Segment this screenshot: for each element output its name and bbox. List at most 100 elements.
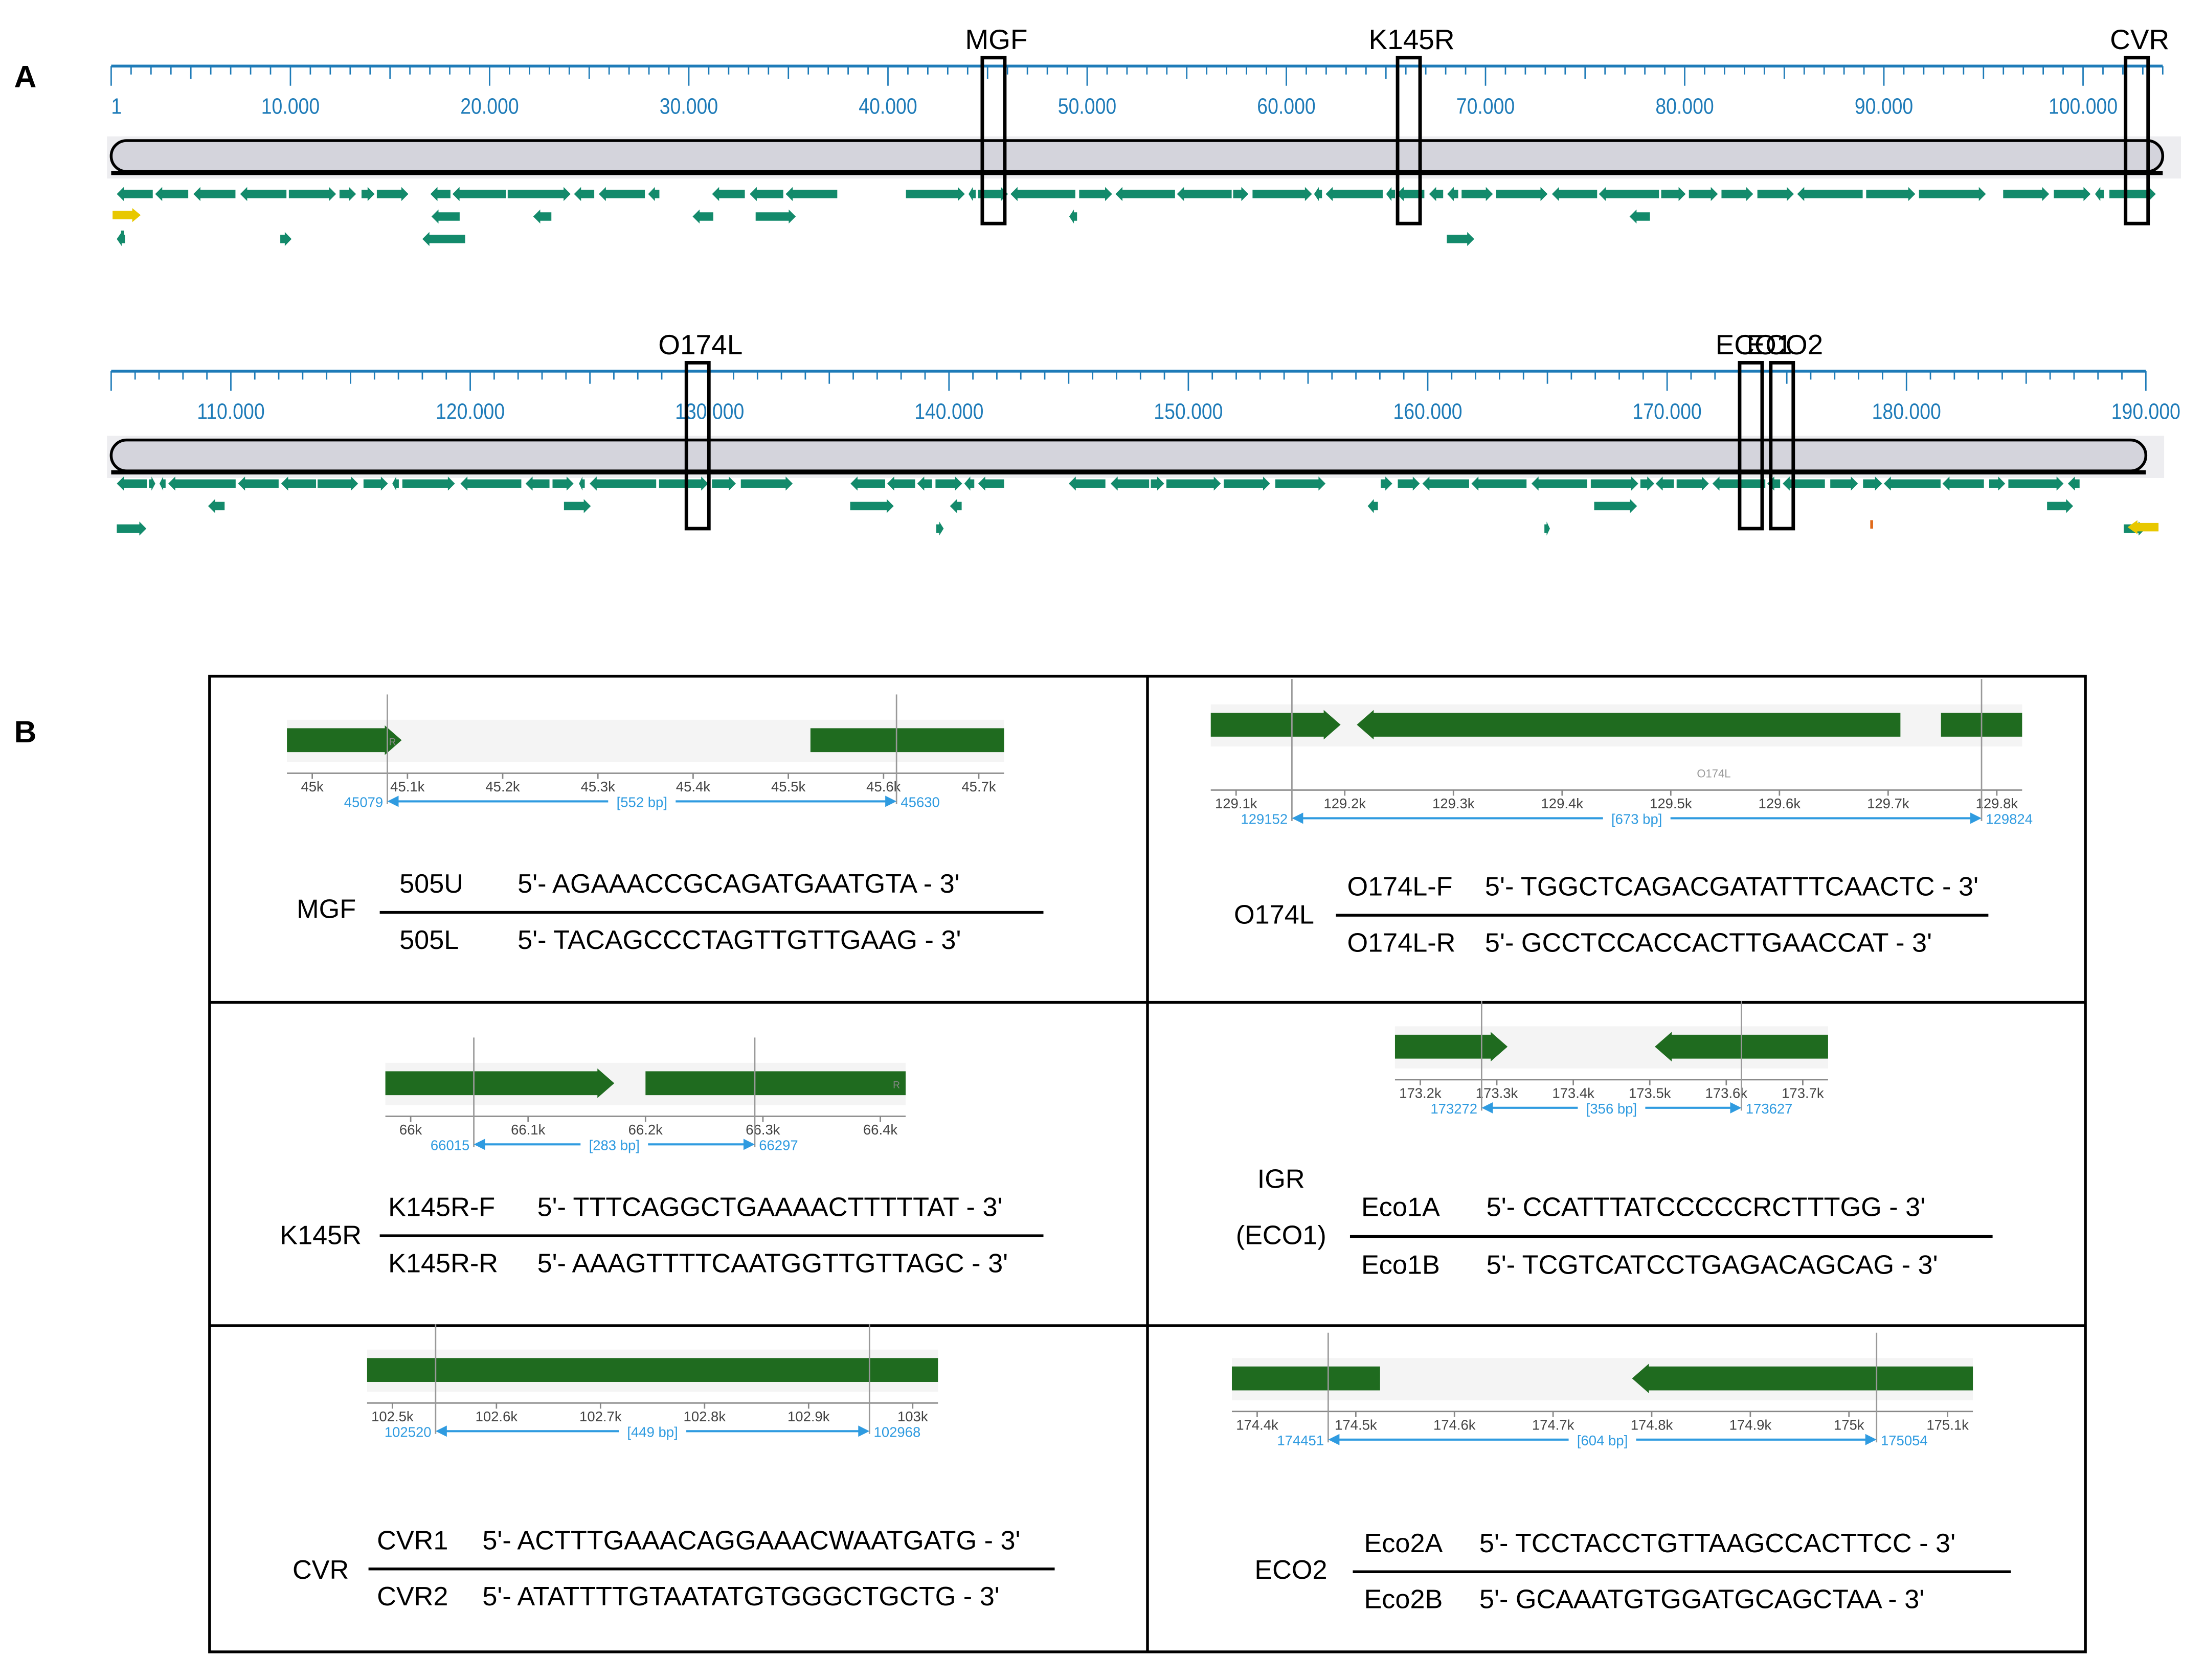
gene-arrow: [363, 476, 388, 491]
gene-arrow: [1863, 476, 1882, 491]
map-tick-label: 173.2k: [1399, 1085, 1442, 1101]
span-arrowhead: [858, 1425, 870, 1437]
gene-arrow: [392, 476, 399, 491]
primer-name: O174L-F: [1347, 872, 1452, 902]
gene-arrow: [149, 476, 155, 491]
tick-label: 100.000: [2049, 94, 2118, 119]
marker-box: [1396, 56, 1422, 225]
marker-box: [684, 361, 711, 531]
gene-arrow: [648, 187, 660, 201]
gene-arrow: [692, 209, 713, 224]
map-tick-label: 66.2k: [628, 1122, 663, 1138]
primer-sequence: 5'- ATATTTTGTAATATGTGGGCTGCTG - 3': [482, 1582, 999, 1611]
map-tick-label: 102.8k: [684, 1409, 726, 1424]
gene-arrow: [785, 187, 838, 201]
gene-arrow: [1721, 187, 1753, 201]
span-arrowhead: [1328, 1434, 1340, 1445]
primer-sequence: 5'- ACTTTGAAACAGGAAACWAATGATG - 3': [482, 1526, 1020, 1555]
primer-sequence: 5'- AGAAACCGCAGATGAATGTA - 3': [518, 869, 960, 899]
gene-arrow: [850, 476, 885, 491]
marker-label: ECO2: [1746, 329, 1823, 360]
map-tick-label: 129.7k: [1867, 796, 1909, 811]
tick-label: 90.000: [1855, 94, 1913, 119]
gene-arrow: [750, 187, 783, 201]
gene-arrow: [361, 187, 375, 201]
gene-arrow: [1429, 187, 1444, 201]
gene-arrow: [1397, 187, 1425, 201]
marker-box: [980, 56, 1007, 225]
primer-name: Eco2A: [1364, 1529, 1443, 1558]
genome-bar: [109, 139, 2165, 173]
gene-arrow: [574, 187, 595, 201]
gene-arrow: [579, 476, 585, 491]
span-arrowhead: [387, 796, 399, 807]
primer-name: O174L-R: [1347, 928, 1455, 958]
map-tick-label: 66.3k: [746, 1122, 780, 1138]
gene-arrow: [2003, 187, 2050, 201]
orange-tick: [1870, 520, 1873, 529]
tick-label: 180.000: [1872, 399, 1941, 424]
gene-arrow: [430, 187, 451, 201]
gene-arrow: [1461, 187, 1493, 201]
primer-sequence: 5'- TTTCAGGCTGAAAACTTTTTAT - 3': [537, 1193, 1003, 1222]
panel-b-label: B: [14, 714, 37, 749]
gene-arrow: [1676, 476, 1709, 491]
map-tick-label: 129.4k: [1541, 796, 1584, 811]
gene-arrow: [1655, 476, 1674, 491]
gene-arrow: [2047, 499, 2074, 513]
yellow-arrow: [2127, 520, 2159, 534]
marker-label: K145R: [1368, 24, 1454, 55]
tick-label: 120.000: [436, 399, 505, 424]
region-label: MGF: [297, 895, 356, 924]
primer-sequence: 5'- CCATTTATCCCCCRCTTTGG - 3': [1487, 1193, 1926, 1222]
primer-sequence: 5'- AAAGTTTTCAATGGTTGTTAGC - 3': [537, 1249, 1008, 1279]
gene-arrow: [281, 476, 317, 491]
gene-arrow: [1531, 476, 1587, 491]
span-size-bg: [1568, 1431, 1636, 1448]
tick-label: 50.000: [1058, 94, 1116, 119]
gene-arrow: [1942, 476, 1984, 491]
span-start: 45079: [344, 794, 383, 810]
gene-arrow: [1590, 476, 1638, 491]
gene-arrow: [1224, 476, 1270, 491]
tick-label: 80.000: [1655, 94, 1714, 119]
gene-arrow: [712, 476, 736, 491]
map-tick-label: 129.8k: [1976, 796, 2018, 811]
map-tick-label: 174.8k: [1631, 1417, 1673, 1433]
primer-name: 505U: [399, 869, 463, 899]
map-tick-label: 173.5k: [1629, 1085, 1671, 1101]
primer-sequence: 5'- TGGCTCAGACGATATTTCAACTC - 3': [1485, 872, 1978, 902]
map-tick-label: 45.5k: [771, 779, 805, 794]
gene-arrow: [1629, 209, 1650, 224]
gene-arrow: [969, 187, 976, 201]
gene-arrow: [950, 499, 962, 513]
gene-arrow: [1919, 187, 1986, 201]
span-arrowhead: [474, 1139, 485, 1150]
gene-arrow: [1210, 710, 1341, 740]
gene-arrow: [1151, 476, 1164, 491]
tick-label: 1: [111, 94, 122, 119]
marker-box: [1769, 361, 1795, 531]
gene-arrow: [1544, 521, 1550, 536]
marker-label: O174L: [658, 329, 742, 360]
gene-arrow: [659, 476, 708, 491]
gene-arrow: [2109, 187, 2156, 201]
span-size-bg: [580, 1136, 648, 1153]
gene-arrow: [288, 187, 336, 201]
map-tick-label: 102.5k: [371, 1409, 414, 1424]
map-tick-label: 173.6k: [1705, 1085, 1748, 1101]
marker-box: [2124, 56, 2150, 225]
gene-arrow: [1471, 476, 1527, 491]
gene-arrow: [318, 476, 358, 491]
span-size: [449 bp]: [627, 1424, 678, 1440]
tick-label: 60.000: [1257, 94, 1315, 119]
span-size-bg: [608, 792, 676, 810]
tick-label: 30.000: [660, 94, 718, 119]
map-tick-label: 175k: [1834, 1417, 1864, 1433]
primer-sequence: 5'- TCCTACCTGTTAAGCCACTTCC - 3': [1479, 1529, 1955, 1558]
span-arrowhead: [1730, 1102, 1742, 1114]
gene-arrow: [1989, 476, 2006, 491]
